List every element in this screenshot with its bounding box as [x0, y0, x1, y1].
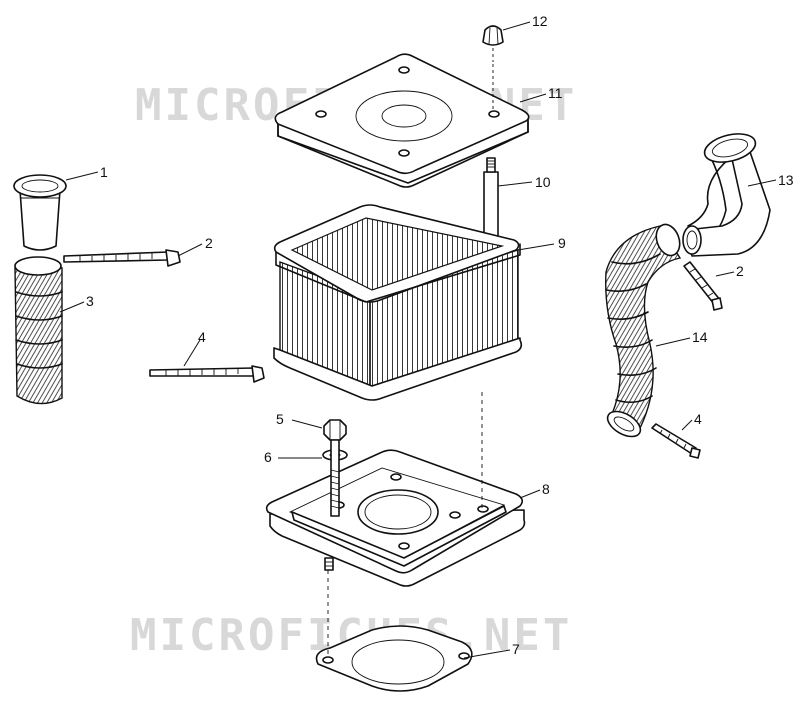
- part-9-filter-element: [273, 204, 523, 401]
- part-12-cap-nut: [482, 25, 504, 62]
- callout-8: 8: [542, 481, 550, 497]
- callout-12: 12: [532, 13, 548, 29]
- part-11-cover-plate: [274, 53, 530, 188]
- part-7-gasket: [315, 625, 473, 692]
- callout-7: 7: [512, 641, 520, 657]
- part-1-coupler-sleeve: [13, 174, 67, 251]
- callout-9: 9: [558, 235, 566, 251]
- callout-14: 14: [692, 329, 708, 345]
- callout-10: 10: [535, 174, 551, 190]
- part-2-cable-tie-right: [683, 261, 723, 311]
- part-5-bolt-head: [323, 419, 347, 441]
- part-2-cable-tie-left: [63, 249, 181, 267]
- bolt-shank: [330, 439, 340, 517]
- part-4-cable-tie-left: [149, 365, 265, 383]
- callout-4-right: 4: [694, 411, 702, 427]
- part-3-flex-hose: [14, 256, 63, 405]
- callout-2-left: 2: [205, 235, 213, 251]
- part-8-base-plate: [265, 449, 526, 587]
- leader-lines: [59, 21, 777, 659]
- callout-13: 13: [778, 172, 794, 188]
- part-14-flex-hose: [605, 223, 682, 438]
- callout-6: 6: [264, 449, 272, 465]
- part-4-cable-tie-right: [651, 423, 701, 459]
- callout-1: 1: [100, 164, 108, 180]
- callout-2-right: 2: [736, 263, 744, 279]
- callout-4-left: 4: [198, 329, 206, 345]
- callout-3: 3: [86, 293, 94, 309]
- callout-11: 11: [548, 85, 563, 101]
- part-13-elbow-tube: [682, 133, 771, 257]
- assembly-centerlines: [327, 64, 494, 658]
- callout-5: 5: [276, 411, 284, 427]
